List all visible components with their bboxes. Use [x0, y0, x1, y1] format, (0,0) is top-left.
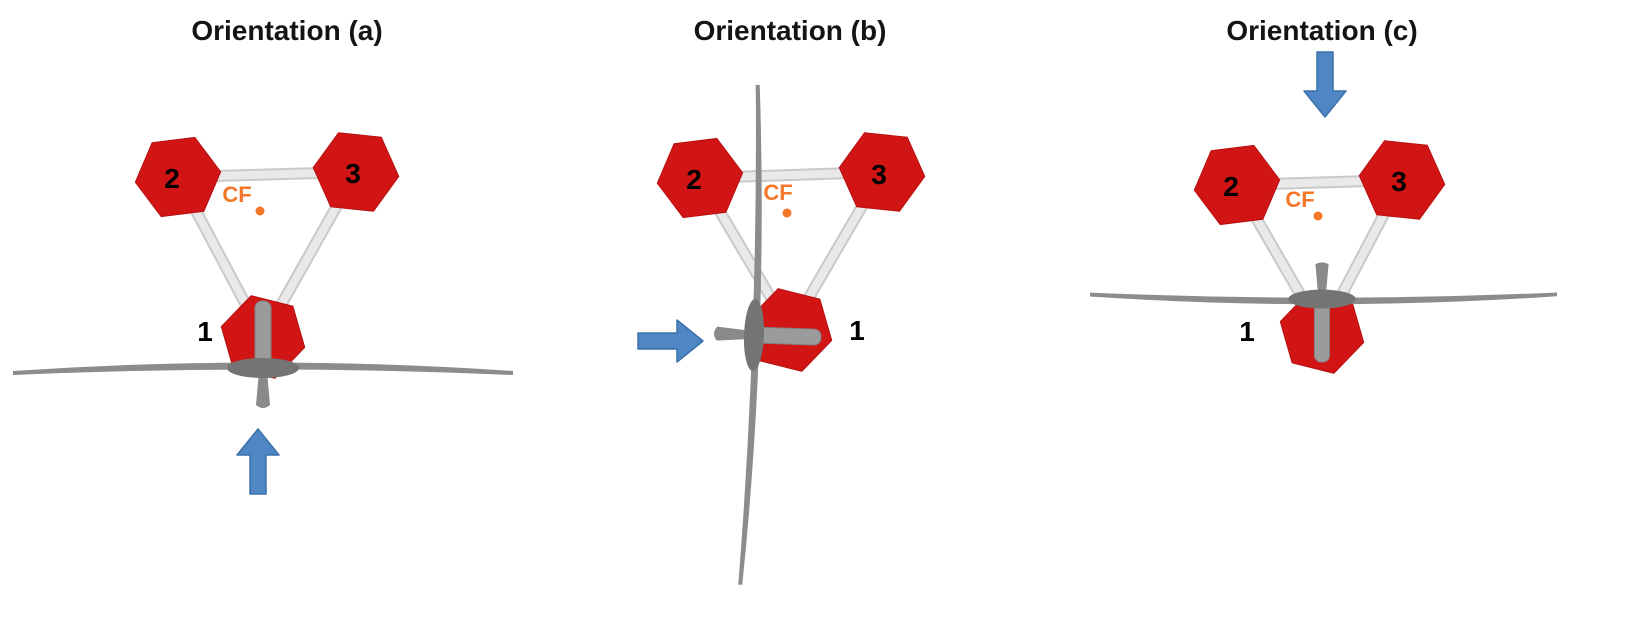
hexagon-shape: [134, 136, 222, 218]
panel-orientation-b: Orientation (b): [545, 0, 1090, 623]
hexagon-node-3: [312, 132, 400, 212]
panel-title: Orientation (c): [1226, 15, 1417, 46]
node-1-label: 1: [197, 316, 213, 347]
hexagon-node-2: [656, 137, 744, 219]
aircraft-mount-post: [1314, 301, 1330, 363]
cf-label: CF: [1285, 187, 1314, 212]
hexagon-shape: [1358, 140, 1446, 220]
aircraft-fuselage: [743, 298, 765, 371]
orientation-a-diagram: Orientation (a): [13, 15, 513, 495]
aircraft-mount-post: [756, 326, 822, 346]
cf-dot: [1313, 211, 1323, 221]
aircraft-fuselage: [1288, 289, 1356, 309]
node-1-label: 1: [849, 315, 865, 346]
aircraft-wing: [738, 84, 762, 585]
hexagon-node-2: [1193, 144, 1281, 226]
aircraft-fuselage: [227, 358, 299, 378]
node-2-label: 2: [164, 163, 180, 194]
cf-label: CF: [763, 180, 792, 205]
node-3-label: 3: [1391, 166, 1407, 197]
aircraft-fin: [1315, 262, 1329, 297]
hexagon-shape: [656, 137, 744, 219]
arrow-shape: [1303, 51, 1347, 118]
aircraft-fin: [714, 326, 752, 341]
hexagon-shape: [312, 132, 400, 212]
aircraft-silhouette: [714, 84, 822, 585]
hexagon-shape: [838, 132, 926, 212]
hexagon-node-3: [838, 132, 926, 212]
aircraft-silhouette: [1090, 262, 1558, 363]
panel-title: Orientation (a): [191, 15, 382, 46]
panel-orientation-c: Orientation (c): [1090, 0, 1636, 623]
hexagon-node-2: [134, 136, 222, 218]
node-3-label: 3: [871, 159, 887, 190]
arrow-shape: [637, 319, 704, 363]
aircraft-mount-post: [254, 300, 272, 366]
aircraft-silhouette: [13, 300, 513, 408]
node-2-label: 2: [686, 164, 702, 195]
hexagon-shape: [1193, 144, 1281, 226]
arrow-shape: [236, 428, 280, 495]
cf-dot: [255, 206, 265, 216]
node-3-label: 3: [345, 158, 361, 189]
aircraft-fin: [256, 371, 270, 408]
cf-label: CF: [222, 182, 251, 207]
cf-dot: [782, 208, 792, 218]
orientation-c-diagram: Orientation (c): [1090, 15, 1558, 374]
flow-arrow-up-icon: [236, 428, 280, 495]
node-1-label: 1: [1239, 316, 1255, 347]
panel-title: Orientation (b): [694, 15, 887, 46]
panel-orientation-a: Orientation (a): [0, 0, 545, 623]
orientation-b-diagram: Orientation (b): [637, 15, 926, 585]
flow-arrow-down-icon: [1303, 51, 1347, 118]
flow-arrow-right-icon: [637, 319, 704, 363]
node-2-label: 2: [1223, 171, 1239, 202]
hexagon-node-3: [1358, 140, 1446, 220]
